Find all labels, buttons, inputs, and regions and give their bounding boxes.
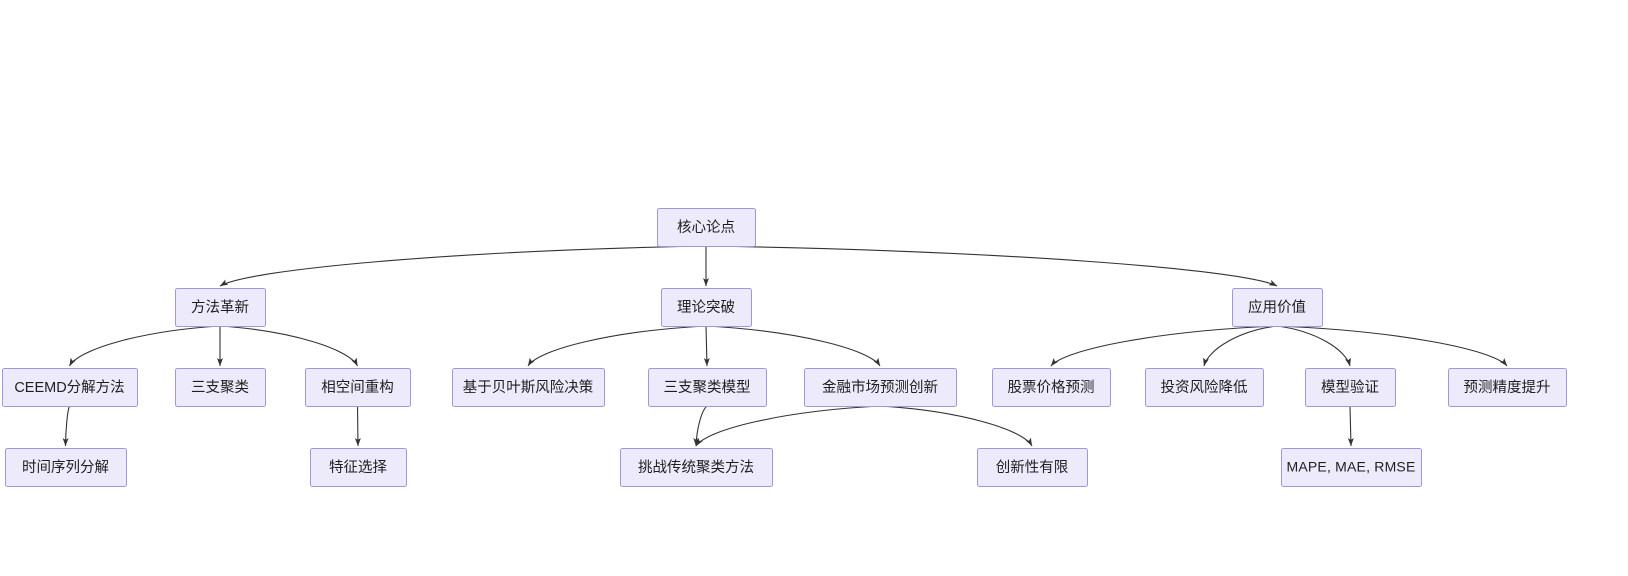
edge-ceemd-to-ts-decomp <box>62 405 71 447</box>
node-ts-decomp[interactable]: 时间序列分解 <box>5 448 127 487</box>
node-metrics[interactable]: MAPE, MAE, RMSE <box>1281 448 1422 487</box>
edge-root-to-application <box>705 245 1278 287</box>
edge-theory-to-bayes <box>527 325 707 367</box>
node-box-tri-model[interactable] <box>648 368 767 407</box>
edge-application-to-risk-down <box>1203 325 1278 367</box>
node-box-feat-sel[interactable] <box>310 448 407 487</box>
node-label-metrics: MAPE, MAE, RMSE <box>1286 459 1415 475</box>
node-challenge[interactable]: 挑战传统聚类方法 <box>620 448 773 487</box>
node-label-theory: 理论突破 <box>677 299 735 316</box>
node-label-risk-down: 投资风险降低 <box>1161 379 1248 396</box>
node-stock-pred[interactable]: 股票价格预测 <box>992 368 1111 407</box>
node-box-model-valid[interactable] <box>1305 368 1396 407</box>
edge-model-valid-to-metrics <box>1347 405 1354 447</box>
node-root[interactable]: 核心论点 <box>657 208 756 247</box>
node-label-limited: 创新性有限 <box>996 459 1069 476</box>
node-box-application[interactable] <box>1232 288 1323 327</box>
node-box-challenge[interactable] <box>620 448 773 487</box>
node-box-stock-pred[interactable] <box>992 368 1111 407</box>
node-risk-down[interactable]: 投资风险降低 <box>1145 368 1264 407</box>
node-label-tri-cluster: 三支聚类 <box>191 379 249 396</box>
node-limited[interactable]: 创新性有限 <box>977 448 1088 487</box>
node-label-bayes: 基于贝叶斯风险决策 <box>463 379 594 396</box>
node-tri-cluster[interactable]: 三支聚类 <box>175 368 266 407</box>
node-box-tri-cluster[interactable] <box>175 368 266 407</box>
node-box-ceemd[interactable] <box>2 368 138 407</box>
node-application[interactable]: 应用价值 <box>1232 288 1323 327</box>
node-box-root[interactable] <box>657 208 756 247</box>
node-phase-space[interactable]: 相空间重构 <box>305 368 411 407</box>
node-method[interactable]: 方法革新 <box>175 288 266 327</box>
node-label-stock-pred: 股票价格预测 <box>1008 379 1095 396</box>
node-fin-market[interactable]: 金融市场预测创新 <box>804 368 957 407</box>
node-box-ts-decomp[interactable] <box>5 448 127 487</box>
edge-phase-space-to-feat-sel <box>354 405 361 447</box>
edge-application-to-model-valid <box>1276 325 1351 367</box>
node-label-ceemd: CEEMD分解方法 <box>14 379 124 396</box>
edge-fin-market-to-challenge <box>695 405 881 447</box>
node-label-fin-market: 金融市场预测创新 <box>822 379 938 396</box>
node-label-root: 核心论点 <box>677 219 735 236</box>
node-box-bayes[interactable] <box>452 368 605 407</box>
edge-fin-market-to-limited <box>879 405 1033 447</box>
node-box-method[interactable] <box>175 288 266 327</box>
node-label-tri-model: 三支聚类模型 <box>664 379 751 396</box>
node-ceemd[interactable]: CEEMD分解方法 <box>2 368 138 407</box>
node-label-feat-sel: 特征选择 <box>329 459 387 476</box>
node-label-method: 方法革新 <box>191 299 249 316</box>
node-box-limited[interactable] <box>977 448 1088 487</box>
node-label-model-valid: 模型验证 <box>1321 379 1379 396</box>
edge-method-to-phase-space <box>219 325 358 367</box>
node-box-accuracy[interactable] <box>1448 368 1567 407</box>
edge-application-to-accuracy <box>1276 325 1508 367</box>
node-box-metrics[interactable] <box>1281 448 1422 487</box>
node-box-risk-down[interactable] <box>1145 368 1264 407</box>
edge-theory-to-fin-market <box>705 325 881 367</box>
node-accuracy[interactable]: 预测精度提升 <box>1448 368 1567 407</box>
node-box-theory[interactable] <box>661 288 752 327</box>
node-box-fin-market[interactable] <box>804 368 957 407</box>
node-tri-model[interactable]: 三支聚类模型 <box>648 368 767 407</box>
node-bayes[interactable]: 基于贝叶斯风险决策 <box>452 368 605 407</box>
node-label-challenge: 挑战传统聚类方法 <box>638 459 754 476</box>
edge-application-to-stock-pred <box>1050 325 1278 367</box>
node-feat-sel[interactable]: 特征选择 <box>310 448 407 487</box>
node-label-ts-decomp: 时间序列分解 <box>22 459 109 476</box>
node-box-phase-space[interactable] <box>305 368 411 407</box>
edge-root-to-method <box>219 245 707 287</box>
node-label-application: 应用价值 <box>1248 298 1306 316</box>
edge-layer <box>62 245 1508 447</box>
edge-theory-to-tri-model <box>703 325 710 367</box>
node-theory[interactable]: 理论突破 <box>661 288 752 327</box>
node-label-accuracy: 预测精度提升 <box>1464 379 1551 396</box>
node-model-valid[interactable]: 模型验证 <box>1305 368 1396 407</box>
node-label-phase-space: 相空间重构 <box>321 379 394 396</box>
edge-method-to-ceemd <box>69 325 221 367</box>
